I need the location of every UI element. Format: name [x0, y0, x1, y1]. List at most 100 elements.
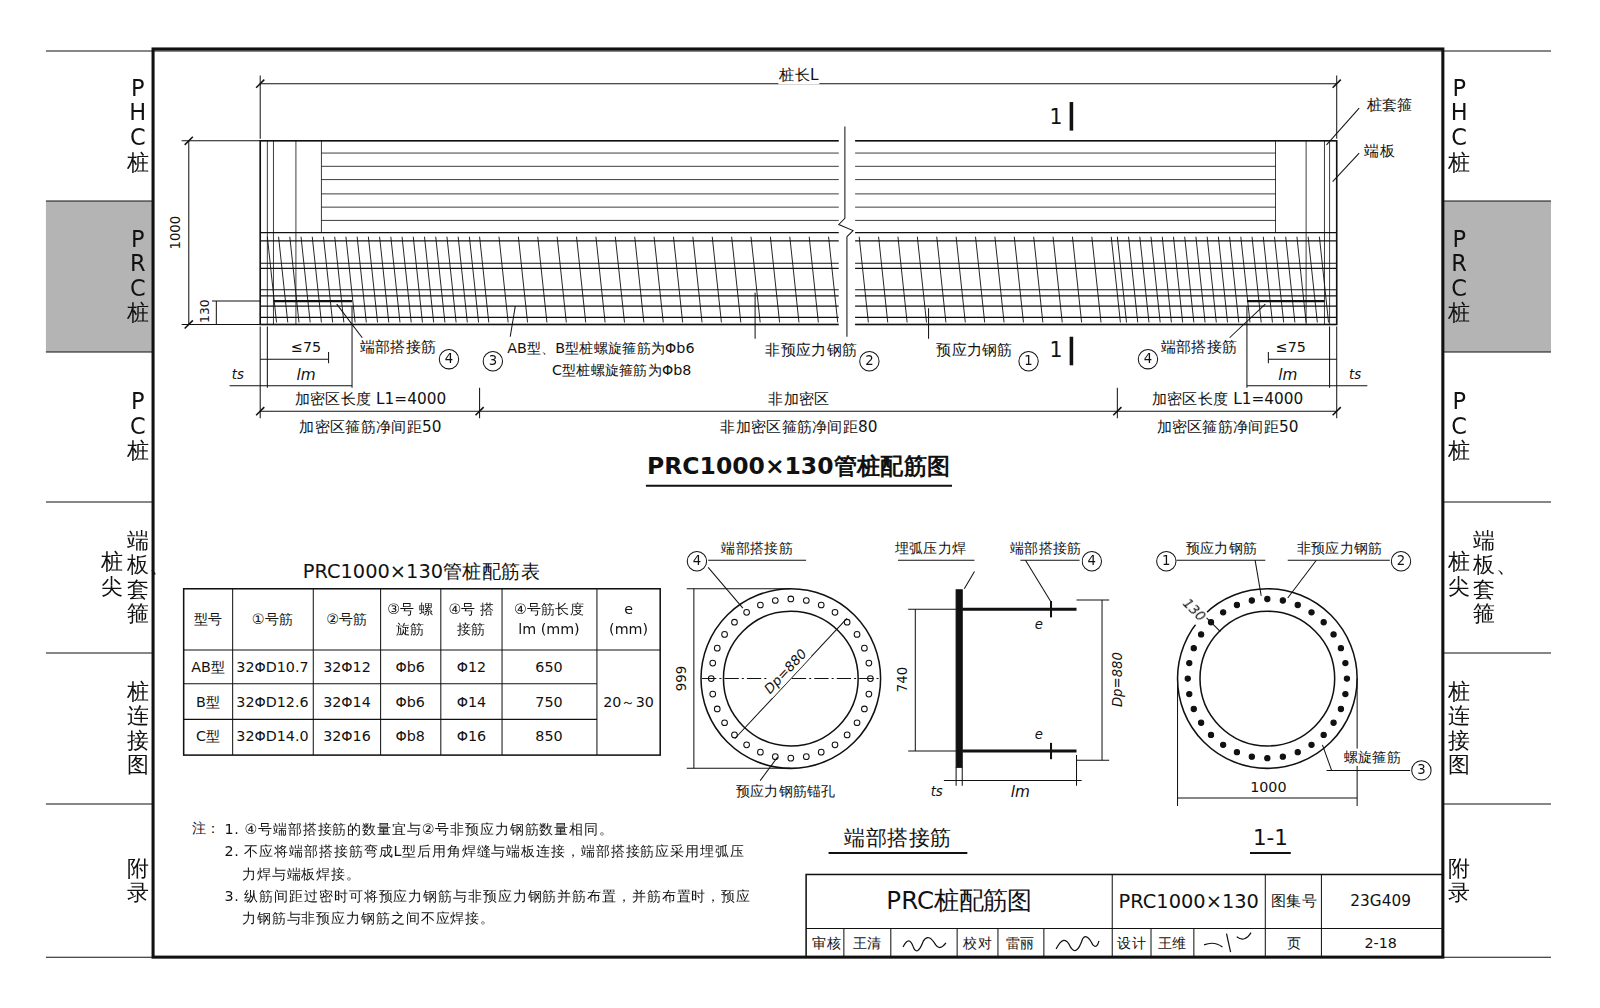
tab-label: 端板、套箍 — [1473, 528, 1495, 627]
rebar-dot — [1185, 676, 1190, 681]
part-name: 非预应力钢筋 — [1296, 539, 1384, 556]
zone-label: 非加密区箍筋净间距80 — [719, 417, 878, 435]
anchor-hole — [844, 732, 850, 738]
rebar-dot — [1249, 754, 1254, 759]
dimension-text: lm — [296, 365, 317, 383]
dimension-text: Dp=880 — [760, 645, 811, 698]
rebar-dot — [1343, 691, 1348, 696]
part-name: 埋弧压力焊 — [894, 539, 967, 556]
dimension-text: ts — [231, 367, 245, 383]
table-cell: C型 — [195, 728, 221, 745]
anchor-hole — [744, 609, 750, 615]
table-cell: Φ14 — [456, 693, 487, 710]
dimension-text: 1000 — [168, 215, 184, 251]
dimension-text: lm — [1277, 365, 1298, 383]
titleblock-label: 校对 — [962, 934, 993, 951]
anchor-hole — [866, 691, 872, 697]
section-tab: 端板、套箍桩尖 — [46, 502, 153, 653]
anchor-hole — [866, 660, 872, 666]
part-name: 桩套箍 — [1366, 96, 1414, 114]
anchor-hole — [832, 742, 838, 748]
rebar-dot — [1249, 598, 1254, 603]
anchor-hole — [772, 754, 778, 760]
section-tab: 桩连接图 — [46, 653, 153, 804]
table-cell: 32Φ16 — [322, 728, 372, 745]
callout-number: 3 — [483, 351, 503, 371]
tab-label: 桩连接图 — [1448, 679, 1470, 778]
rebar-dot — [1321, 620, 1326, 625]
table-header: ①号筋 — [251, 611, 294, 628]
callout-number: 4 — [1138, 349, 1158, 369]
dimension-text: ≤75 — [290, 338, 322, 355]
callout-number: 2 — [859, 351, 879, 371]
dimension-text: 130 — [1179, 595, 1210, 626]
titleblock-name: 王维 — [1157, 934, 1188, 951]
table-cell: 850 — [534, 728, 563, 745]
rebar-dot — [1331, 720, 1336, 725]
table-cell: Φb6 — [394, 693, 425, 710]
table-cell: Φb6 — [394, 659, 425, 676]
anchor-hole — [744, 742, 750, 748]
zone-label: 加密区箍筋净间距50 — [298, 417, 442, 435]
titleblock-label: 页 — [1286, 934, 1302, 951]
anchor-hole — [803, 754, 809, 760]
table-header: ②号筋 — [325, 611, 368, 628]
tab-label: 桩尖 — [101, 550, 123, 599]
table-header: e (mm) — [606, 599, 651, 639]
table-cell: 32ΦD12.6 — [235, 693, 309, 710]
rebar-dot — [1331, 632, 1336, 637]
anchor-hole — [832, 609, 838, 615]
table-cell: 32Φ12 — [322, 659, 372, 676]
table-cell: 750 — [534, 693, 563, 710]
rebar-dot — [1234, 749, 1239, 754]
anchor-hole — [758, 749, 764, 755]
table-cell: Φb8 — [394, 728, 425, 745]
tab-label: PC桩 — [127, 390, 149, 464]
section-tab: PHC桩 — [46, 51, 153, 201]
part-name: 预应力钢筋 — [1185, 539, 1258, 556]
drawing-number: PRC1000×130 — [1118, 889, 1260, 912]
anchor-hole — [714, 706, 720, 712]
part-name: 螺旋箍筋 — [1343, 749, 1402, 766]
anchor-hole — [788, 755, 794, 761]
titleblock-label: 审核 — [811, 934, 842, 951]
view-title: 端部搭接筋 — [843, 826, 952, 852]
drawing-number: 23G409 — [1349, 892, 1412, 910]
note-text: 3. 纵筋间距过密时可将预应力钢筋与非预应力钢筋并筋布置，并筋布置时，预应力钢筋… — [224, 885, 758, 930]
titleblock-label: 设计 — [1116, 934, 1147, 951]
dimension-text: ≤75 — [1275, 338, 1307, 355]
dimension-text: 999 — [674, 665, 690, 692]
rebar-dot — [1309, 742, 1314, 747]
section-tab: PRC桩 — [46, 201, 153, 352]
zone-label: 加密区长度 L1=4000 — [294, 390, 447, 408]
tab-label: PRC桩 — [127, 227, 149, 326]
table-cell: AB型 — [190, 659, 226, 676]
rebar-dot — [1198, 632, 1203, 637]
titleblock-label: 图集号 — [1270, 892, 1318, 910]
part-name: 端部搭接筋 — [1009, 539, 1082, 556]
part-name: 非预应力钢筋 — [764, 341, 858, 359]
part-name: 预应力钢筋锚孔 — [735, 782, 837, 799]
zone-label: 加密区箍筋净间距50 — [1156, 417, 1300, 435]
note-heading: 注： — [191, 820, 222, 837]
dimension-text: 130 — [198, 299, 213, 324]
section-tab: PC桩 — [1443, 352, 1551, 502]
rebar-dot — [1321, 732, 1326, 737]
anchor-hole — [818, 602, 824, 608]
table-title: PRC1000×130管桩配筋表 — [302, 560, 541, 583]
part-name: C型桩螺旋箍筋为Φb8 — [551, 362, 692, 379]
section-tab: 端板、套箍桩尖 — [1443, 502, 1551, 653]
callout-number: 4 — [439, 349, 459, 369]
rebar-dot — [1265, 596, 1270, 601]
table-cell: 650 — [534, 659, 563, 676]
table-cell: Φ12 — [456, 659, 487, 676]
dimension-text: ts — [930, 784, 944, 800]
anchor-hole — [758, 602, 764, 608]
tab-label: PHC桩 — [127, 77, 149, 176]
dimension-text: 桩长L — [778, 65, 819, 83]
callout-number: 1 — [1156, 551, 1176, 571]
part-name: 端部搭接筋 — [359, 338, 438, 356]
anchor-hole — [772, 598, 778, 604]
callout-number: 1 — [1018, 351, 1038, 371]
tab-label: 附录 — [1448, 856, 1470, 905]
